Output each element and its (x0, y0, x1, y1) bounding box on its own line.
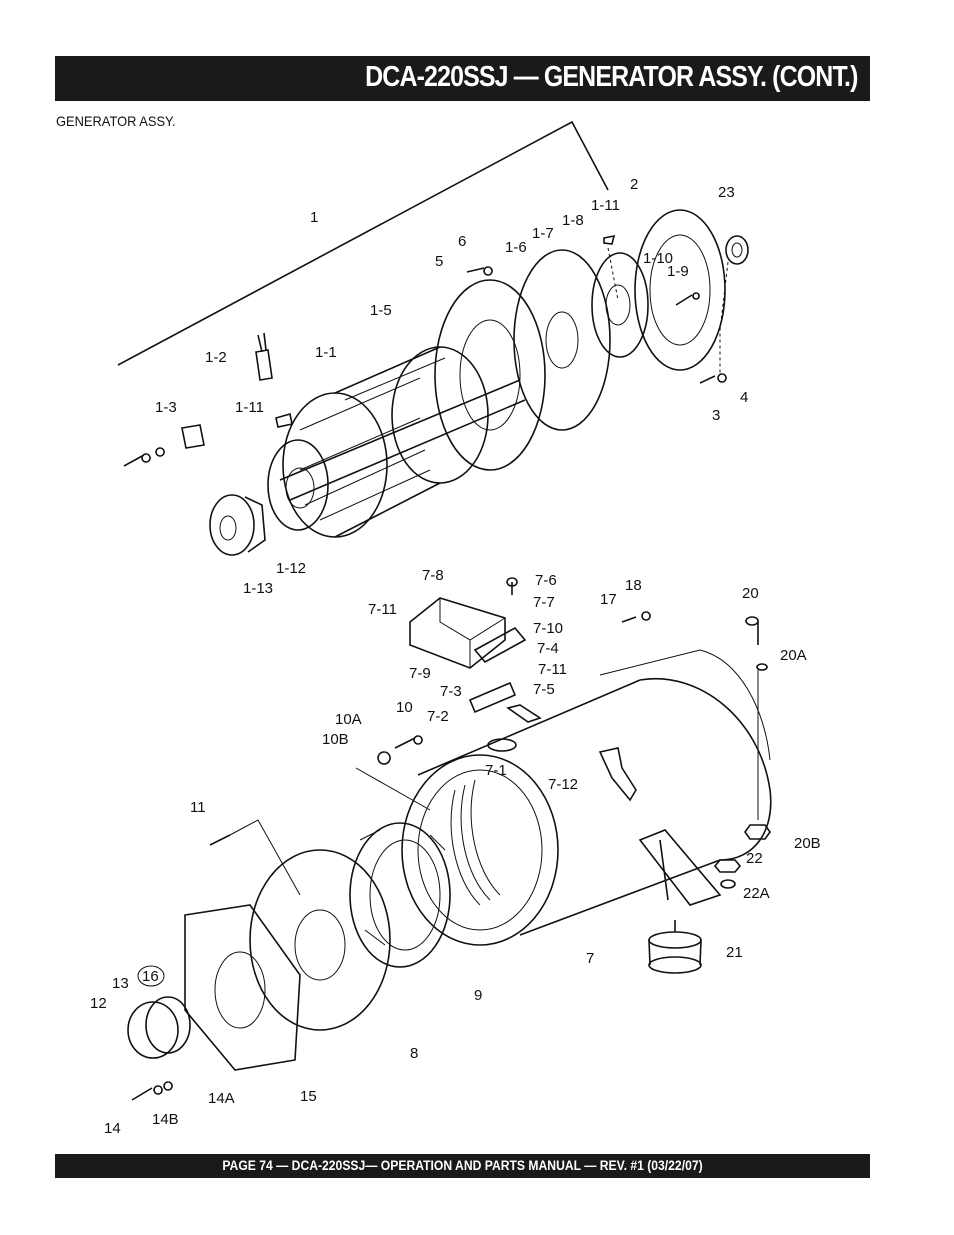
footer-bar: PAGE 74 — DCA-220SSJ— OPERATION AND PART… (55, 1154, 870, 1178)
callout-22a: 22A (743, 885, 770, 902)
callout-22: 22 (746, 850, 763, 867)
callout-14a: 14A (208, 1090, 235, 1107)
callout-1-10: 1-10 (643, 250, 673, 267)
callout-1-13: 1-13 (243, 580, 273, 597)
callout-20: 20 (742, 585, 759, 602)
stator-housing-drawing (127, 577, 772, 1101)
callout-1-8: 1-8 (562, 212, 584, 229)
rotor-assembly-drawing (123, 209, 749, 556)
callout-7-9: 7-9 (409, 665, 431, 682)
callout-17: 17 (600, 591, 617, 608)
callout-7-1: 7-1 (485, 762, 507, 779)
callout-14: 14 (104, 1120, 121, 1137)
callout-7-4: 7-4 (537, 640, 559, 657)
callout-1-12: 1-12 (276, 560, 306, 577)
callout-14b: 14B (152, 1111, 179, 1128)
callout-1-11-lower: 1-11 (235, 399, 264, 416)
callout-16-circle (137, 965, 165, 987)
callout-16: 16 (142, 968, 159, 985)
callout-1-1: 1-1 (315, 344, 337, 361)
callout-10: 10 (396, 699, 413, 716)
callout-1-5: 1-5 (370, 302, 392, 319)
callout-10b: 10B (322, 731, 349, 748)
callout-4: 4 (740, 389, 748, 406)
callout-1-2: 1-2 (205, 349, 227, 366)
callout-20a: 20A (780, 647, 807, 664)
assembly-bracket-line (117, 120, 609, 366)
callout-1-11-top: 1-11 (591, 197, 620, 214)
callout-1-6: 1-6 (505, 239, 527, 256)
callout-10a: 10A (335, 711, 362, 728)
callout-7-11-right: 7-11 (538, 661, 567, 678)
callout-7-12: 7-12 (548, 776, 578, 793)
callout-11: 11 (190, 799, 206, 816)
callout-12: 12 (90, 995, 107, 1012)
section-label: GENERATOR ASSY. (56, 113, 176, 129)
callout-20b: 20B (794, 835, 821, 852)
callout-15: 15 (300, 1088, 317, 1105)
callout-1-7: 1-7 (532, 225, 554, 242)
callout-9: 9 (474, 987, 482, 1004)
callout-7-2: 7-2 (427, 708, 449, 725)
callout-2: 2 (630, 176, 638, 193)
callout-1-3: 1-3 (155, 399, 177, 416)
callout-7: 7 (586, 950, 594, 967)
callout-23: 23 (718, 184, 735, 201)
callout-7-7: 7-7 (533, 594, 555, 611)
title-bar: DCA-220SSJ — GENERATOR ASSY. (CONT.) (55, 56, 870, 101)
callout-8: 8 (410, 1045, 418, 1062)
callout-7-6: 7-6 (535, 572, 557, 589)
footer-text: PAGE 74 — DCA-220SSJ— OPERATION AND PART… (222, 1158, 703, 1173)
callout-7-5: 7-5 (533, 681, 555, 698)
callout-13: 13 (112, 975, 129, 992)
callout-5: 5 (435, 253, 443, 270)
callout-labels: 1 1-1 1-2 1-3 1-5 1-6 1-7 1-8 1-9 1-10 1… (90, 176, 821, 1137)
callout-7-3: 7-3 (440, 683, 462, 700)
callout-7-10: 7-10 (533, 620, 563, 637)
callout-7-11-left: 7-11 (368, 601, 397, 618)
callout-6: 6 (458, 233, 466, 250)
callout-7-8: 7-8 (422, 567, 444, 584)
callout-1-9: 1-9 (667, 263, 689, 280)
page-title: DCA-220SSJ — GENERATOR ASSY. (CONT.) (365, 61, 859, 93)
callout-18: 18 (625, 577, 642, 594)
callout-3: 3 (712, 407, 720, 424)
callout-1: 1 (310, 209, 318, 226)
callout-21: 21 (726, 944, 743, 961)
